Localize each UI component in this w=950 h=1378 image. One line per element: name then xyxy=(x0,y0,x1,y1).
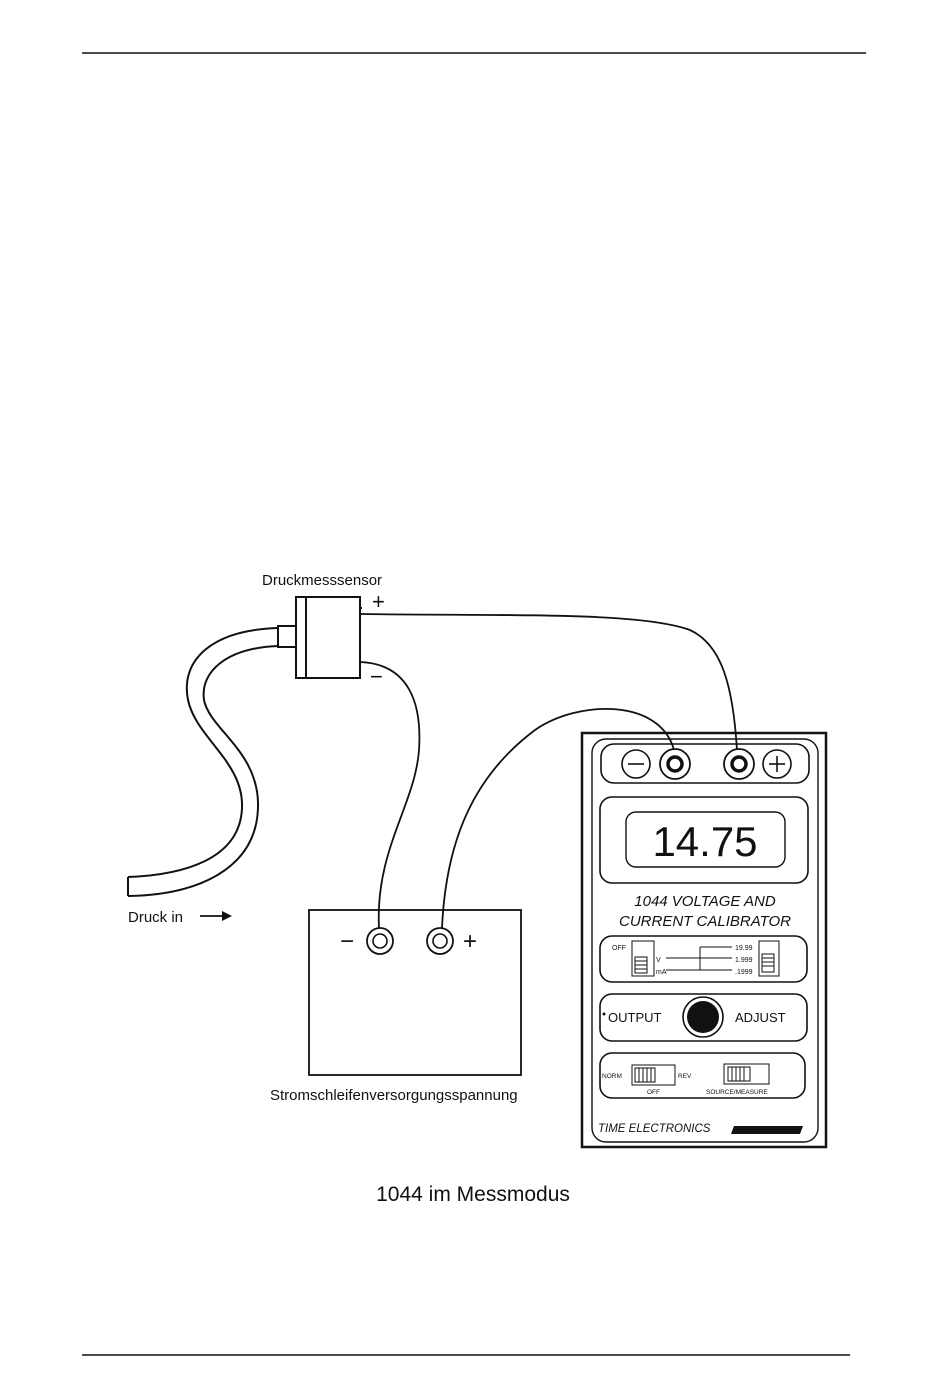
output-label: OUTPUT xyxy=(608,1010,662,1025)
brand-stripe xyxy=(731,1126,803,1134)
calibrator-device xyxy=(582,733,826,1147)
brand-label: TIME ELECTRONICS xyxy=(598,1123,711,1135)
arrow-icon xyxy=(200,911,232,921)
range-lines xyxy=(666,947,732,970)
range-1999-label: .1999 xyxy=(735,969,753,976)
pressure-in-label: Druck in xyxy=(128,909,183,926)
wire-sensor-minus xyxy=(360,662,419,928)
calibrator-minus-terminal xyxy=(622,750,650,778)
wire-sensor-plus xyxy=(360,614,737,750)
off-label: OFF xyxy=(647,1089,660,1096)
adjust-knob xyxy=(687,1001,719,1033)
range-v-label: V xyxy=(656,957,661,964)
supply-minus-terminal xyxy=(367,928,393,954)
range-switch-left xyxy=(632,941,654,976)
pressure-hose xyxy=(128,626,296,896)
supply-plus-sign: + xyxy=(463,928,477,955)
range-selector-panel xyxy=(600,936,807,982)
range-off-label: OFF xyxy=(612,945,626,952)
sensor-plus-sign: + xyxy=(372,589,385,614)
supply-plus-terminal xyxy=(427,928,453,954)
model-line-1: 1044 VOLTAGE AND xyxy=(634,893,776,910)
source-measure-label: SOURCE/MEASURE xyxy=(706,1089,768,1096)
mode-switch-panel xyxy=(600,1053,805,1098)
range-19-99-label: 19.99 xyxy=(735,945,753,952)
rev-label: REV xyxy=(678,1073,692,1080)
pressure-sensor xyxy=(296,597,362,678)
norm-rev-switch xyxy=(632,1065,675,1085)
model-line-2: CURRENT CALIBRATOR xyxy=(619,913,791,930)
norm-label: NORM xyxy=(602,1073,622,1080)
calibrator-input-terminal-a xyxy=(660,749,690,779)
display-readout: 14.75 xyxy=(652,818,757,865)
calibrator-input-terminal-b xyxy=(724,749,754,779)
range-switch-right xyxy=(759,941,779,976)
sensor-minus-sign: − xyxy=(370,664,383,689)
supply-minus-sign: − xyxy=(340,928,354,955)
figure-caption: 1044 im Messmodus xyxy=(376,1183,570,1206)
calibrator-plus-terminal xyxy=(763,750,791,778)
adjust-label: ADJUST xyxy=(735,1010,786,1025)
range-ma-label: mA xyxy=(656,969,667,976)
sensor-label: Druckmesssensor xyxy=(262,572,382,589)
source-measure-switch xyxy=(724,1064,769,1084)
range-1-999-label: 1.999 xyxy=(735,957,753,964)
supply-label: Stromschleifenversorgungsspannung xyxy=(270,1087,518,1104)
